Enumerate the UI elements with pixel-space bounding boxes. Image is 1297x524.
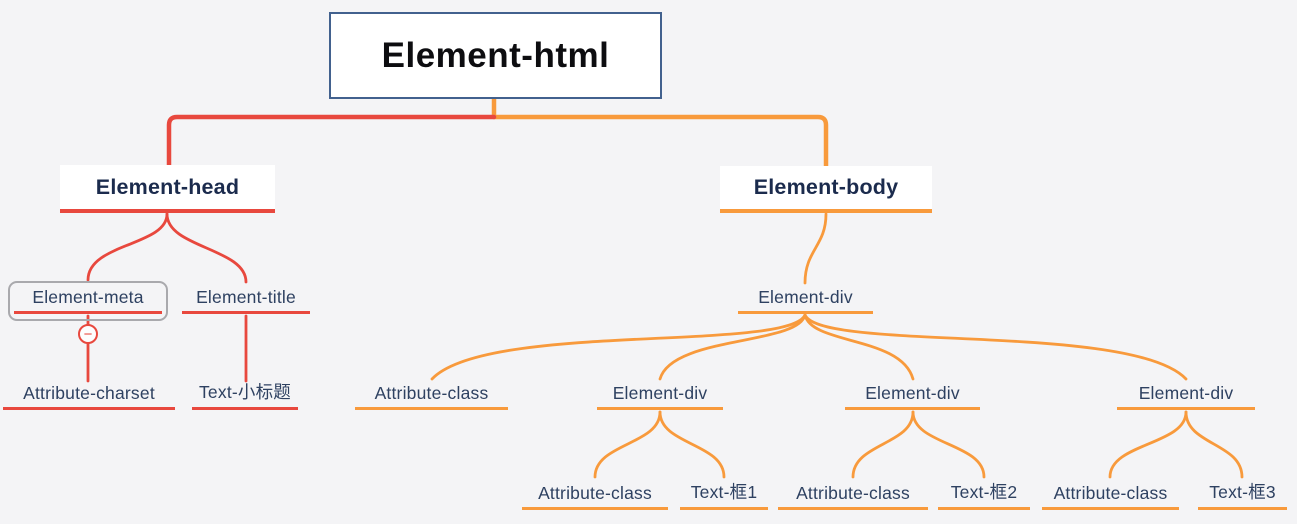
node-element-div-3[interactable]: Element-div xyxy=(845,379,980,410)
node-attribute-charset[interactable]: Attribute-charset xyxy=(3,379,175,410)
node-element-body[interactable]: Element-body xyxy=(720,166,932,213)
node-element-div-main[interactable]: Element-div xyxy=(738,284,873,314)
node-text-subtitle[interactable]: Text-小标题 xyxy=(192,379,298,410)
node-element-div-2[interactable]: Element-div xyxy=(597,379,723,410)
node-element-html[interactable]: Element-html xyxy=(329,12,662,99)
node-attribute-class-3[interactable]: Attribute-class xyxy=(778,479,928,510)
node-attribute-class-4[interactable]: Attribute-class xyxy=(1042,479,1179,510)
node-element-div-4[interactable]: Element-div xyxy=(1117,379,1255,410)
node-text-box1[interactable]: Text-框1 xyxy=(680,479,768,510)
node-element-head[interactable]: Element-head xyxy=(60,165,275,213)
node-element-title[interactable]: Element-title xyxy=(182,284,310,314)
node-element-meta[interactable]: Element-meta xyxy=(14,284,162,314)
node-text-box3[interactable]: Text-框3 xyxy=(1198,479,1287,510)
node-attribute-class-1[interactable]: Attribute-class xyxy=(355,379,508,410)
node-attribute-class-2[interactable]: Attribute-class xyxy=(522,479,668,510)
node-text-box2[interactable]: Text-框2 xyxy=(938,479,1030,510)
selection-outline-element-meta xyxy=(8,281,168,321)
collapse-meta-button[interactable]: − xyxy=(78,324,98,344)
